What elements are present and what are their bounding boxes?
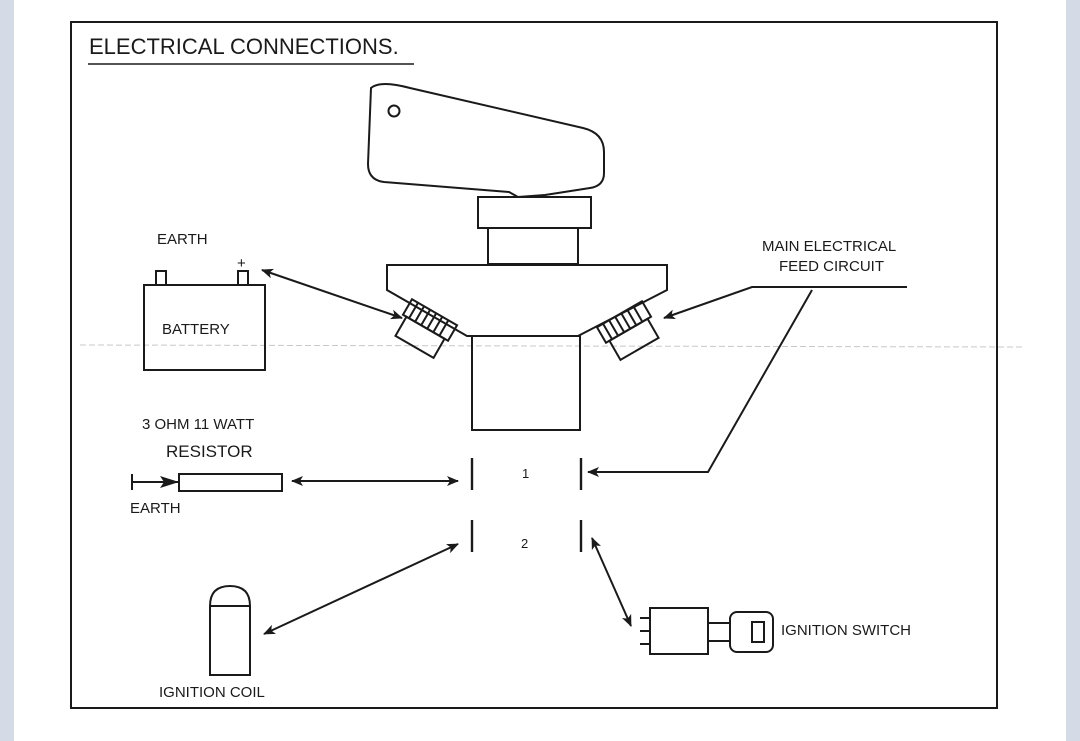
main-feed-label-line2: FEED CIRCUIT — [779, 258, 884, 275]
switch-handle — [366, 83, 605, 199]
diagram-frame — [70, 21, 998, 709]
resistor-earth-arrowhead — [160, 476, 179, 488]
switch-handle-hole — [387, 104, 401, 118]
diagram-page: ELECTRICAL CONNECTIONS. — [14, 0, 1066, 741]
battery — [143, 270, 266, 371]
resistor-label-line2: RESISTOR — [166, 442, 253, 461]
resistor-label-line1: 3 OHM 11 WATT — [142, 416, 254, 433]
ignition-key-slot — [751, 621, 765, 643]
left-terminal-stud — [394, 297, 459, 360]
battery-body — [143, 284, 266, 371]
main-feed-label-line1: MAIN ELECTRICAL — [762, 238, 896, 255]
isolator-switch — [366, 83, 668, 431]
switch-collar — [477, 196, 592, 229]
battery-terminal-positive — [237, 270, 249, 286]
main-feed-to-terminal-1 — [587, 289, 813, 477]
electrical-connections-diagram: ELECTRICAL CONNECTIONS. — [70, 21, 1023, 709]
battery-plus-sign: + — [237, 255, 246, 272]
switch-neck — [487, 227, 579, 265]
diagram-title: ELECTRICAL CONNECTIONS. — [89, 34, 399, 59]
ignition-coil — [209, 584, 251, 676]
right-terminal-stud — [595, 299, 660, 362]
ignition-coil-label: IGNITION COIL — [159, 684, 265, 701]
terminal-1-label: 1 — [522, 466, 529, 481]
ignition-switch-label: IGNITION SWITCH — [781, 622, 911, 639]
ignition-key — [729, 611, 774, 653]
ignition-switch — [640, 607, 774, 655]
battery-label: BATTERY — [162, 321, 230, 338]
scan-line — [79, 344, 1023, 348]
main-feed-line — [663, 286, 907, 320]
resistor — [131, 473, 283, 492]
earth-label-top: EARTH — [157, 231, 208, 248]
ignition-switch-connection-arrow — [591, 537, 632, 627]
ignition-switch-body — [649, 607, 709, 655]
battery-terminal-negative — [155, 270, 167, 286]
ignition-switch-barrel — [707, 622, 731, 642]
earth-label-bottom: EARTH — [130, 500, 181, 517]
terminal-2-label: 2 — [521, 536, 528, 551]
resistor-body — [178, 473, 283, 492]
switch-body — [471, 335, 581, 431]
battery-connection-arrow — [261, 268, 403, 320]
ignition-coil-connection-arrow — [263, 543, 459, 635]
terminal-block — [470, 458, 583, 552]
